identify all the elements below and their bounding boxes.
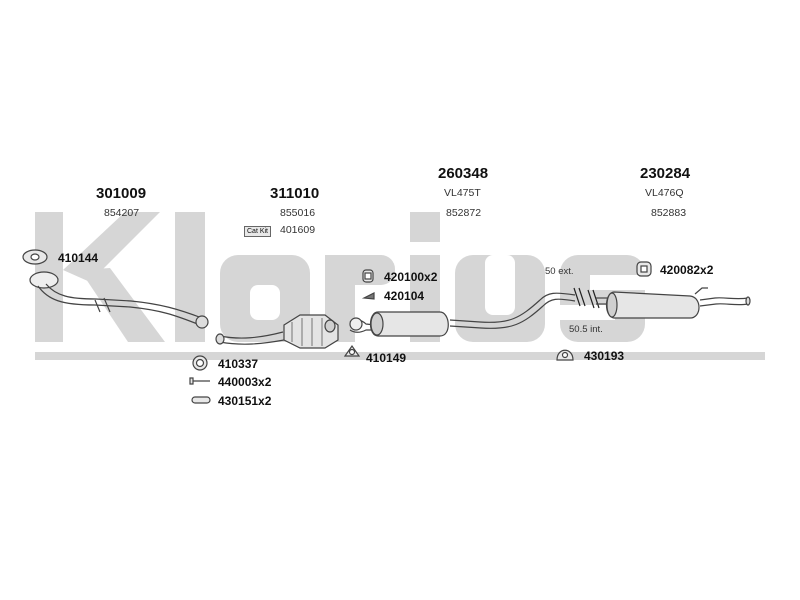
part-number-301009: 301009 — [96, 185, 147, 202]
accessory-430151x2: 430151x2 — [218, 394, 272, 408]
accessory-420104: 420104 — [384, 289, 425, 303]
ref-854207: 854207 — [104, 207, 140, 219]
clamp-small-icon — [361, 292, 375, 300]
front-pipe — [29, 271, 209, 329]
cut-marks — [573, 287, 600, 309]
seal-ring-icon — [192, 355, 208, 371]
part-number-260348: 260348 — [438, 165, 489, 182]
spring-icon — [191, 396, 211, 404]
accessory-410337: 410337 — [218, 357, 259, 371]
accessory-420082x2: 420082x2 — [660, 263, 714, 277]
part-number-230284: 230284 — [640, 165, 691, 182]
rubber-hanger-icon — [636, 261, 652, 277]
alt-code-vl475t: VL475T — [444, 187, 481, 199]
accessory-410144: 410144 — [58, 251, 99, 265]
dimension-internal: 50.5 int. — [569, 324, 603, 335]
center-silencer — [349, 292, 576, 337]
accessory-420100x2: 420100x2 — [384, 270, 438, 284]
accessory-430193: 430193 — [584, 349, 625, 363]
alt-code-vl476q: VL476Q — [645, 187, 684, 199]
part-number-311010: 311010 — [270, 185, 320, 202]
ref-852872: 852872 — [446, 207, 482, 219]
cat-kit-ref: 401609 — [280, 224, 316, 236]
rear-silencer — [596, 287, 751, 319]
accessory-440003x2: 440003x2 — [218, 375, 272, 389]
mounting-rubber-icon — [556, 349, 574, 361]
ref-855016: 855016 — [280, 207, 316, 219]
dimension-external: 50 ext. — [545, 266, 574, 277]
bolt-icon — [189, 377, 210, 385]
clamp-icon — [362, 269, 374, 283]
catalyst-pipe — [215, 314, 339, 349]
cat-kit-badge: Cat Kit — [244, 226, 272, 237]
flange-gasket-icon — [343, 344, 361, 357]
ref-852883: 852883 — [651, 207, 687, 219]
gasket-icon — [22, 249, 48, 265]
accessory-410149: 410149 — [366, 351, 407, 365]
